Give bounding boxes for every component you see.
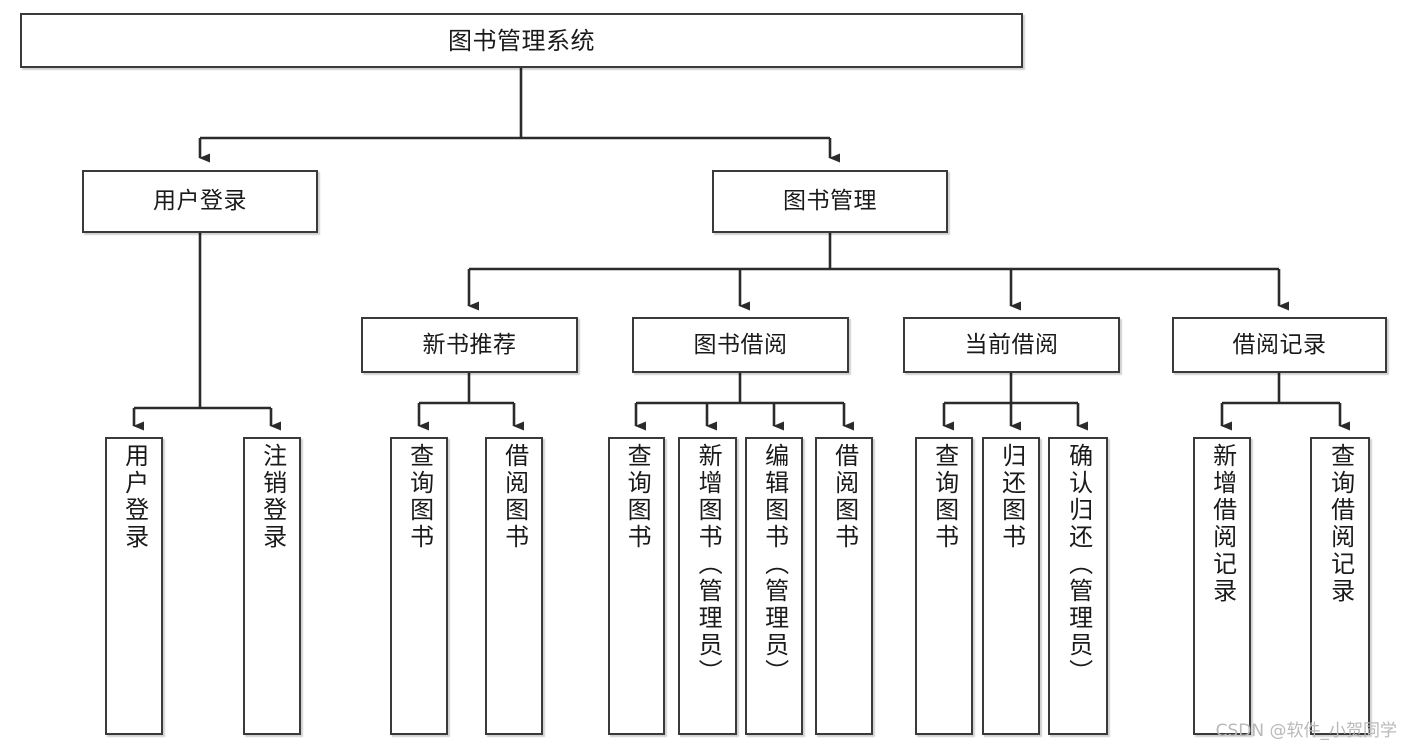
node-label: 确认归还（管理员）	[1064, 443, 1093, 686]
leaf-book-borrow-edit-admin[interactable]: 编辑图书（管理员）	[745, 437, 803, 735]
node-root-book-management-system[interactable]: 图书管理系统	[20, 13, 1023, 68]
leaf-borrow-record-query[interactable]: 查询借阅记录	[1310, 437, 1370, 735]
node-label: 借阅图书	[830, 443, 859, 551]
leaf-new-book-query[interactable]: 查询图书	[390, 437, 448, 735]
leaf-current-borrow-return[interactable]: 归还图书	[982, 437, 1040, 735]
node-label: 查询图书	[930, 443, 959, 551]
node-label: 当前借阅	[964, 331, 1059, 358]
leaf-new-book-borrow[interactable]: 借阅图书	[485, 437, 543, 735]
node-label: 查询图书	[405, 443, 434, 551]
node-label: 图书管理系统	[448, 26, 595, 55]
node-book-borrow[interactable]: 图书借阅	[632, 317, 849, 373]
node-label: 图书借阅	[693, 331, 788, 358]
leaf-book-borrow-query[interactable]: 查询图书	[608, 437, 665, 735]
leaf-user-login-login[interactable]: 用户登录	[105, 437, 163, 735]
leaf-user-login-logout[interactable]: 注销登录	[243, 437, 301, 735]
node-book-management[interactable]: 图书管理	[712, 170, 948, 233]
leaf-book-borrow-borrow[interactable]: 借阅图书	[815, 437, 873, 735]
node-new-book-recommend[interactable]: 新书推荐	[361, 317, 578, 373]
leaf-current-borrow-query[interactable]: 查询图书	[915, 437, 973, 735]
node-user-login[interactable]: 用户登录	[82, 170, 318, 233]
leaf-current-borrow-confirm-return-admin[interactable]: 确认归还（管理员）	[1048, 437, 1108, 735]
node-label: 借阅图书	[500, 443, 529, 551]
node-label: 新书推荐	[422, 331, 517, 358]
node-label: 新增图书（管理员）	[694, 443, 723, 686]
leaf-book-borrow-add-admin[interactable]: 新增图书（管理员）	[678, 437, 737, 735]
node-label: 查询图书	[623, 443, 652, 551]
node-label: 借阅记录	[1232, 331, 1327, 358]
node-current-borrow[interactable]: 当前借阅	[903, 317, 1120, 373]
leaf-borrow-record-add[interactable]: 新增借阅记录	[1193, 437, 1251, 735]
node-label: 用户登录	[153, 188, 247, 215]
node-label: 注销登录	[258, 443, 287, 551]
node-borrow-record[interactable]: 借阅记录	[1172, 317, 1387, 373]
node-label: 用户登录	[120, 443, 149, 551]
node-label: 图书管理	[783, 188, 877, 215]
node-label: 归还图书	[997, 443, 1026, 551]
node-label: 查询借阅记录	[1326, 443, 1355, 605]
node-label: 新增借阅记录	[1208, 443, 1237, 605]
node-label: 编辑图书（管理员）	[760, 443, 789, 686]
csdn-watermark: CSDN @软件_小贺同学	[1215, 721, 1397, 741]
